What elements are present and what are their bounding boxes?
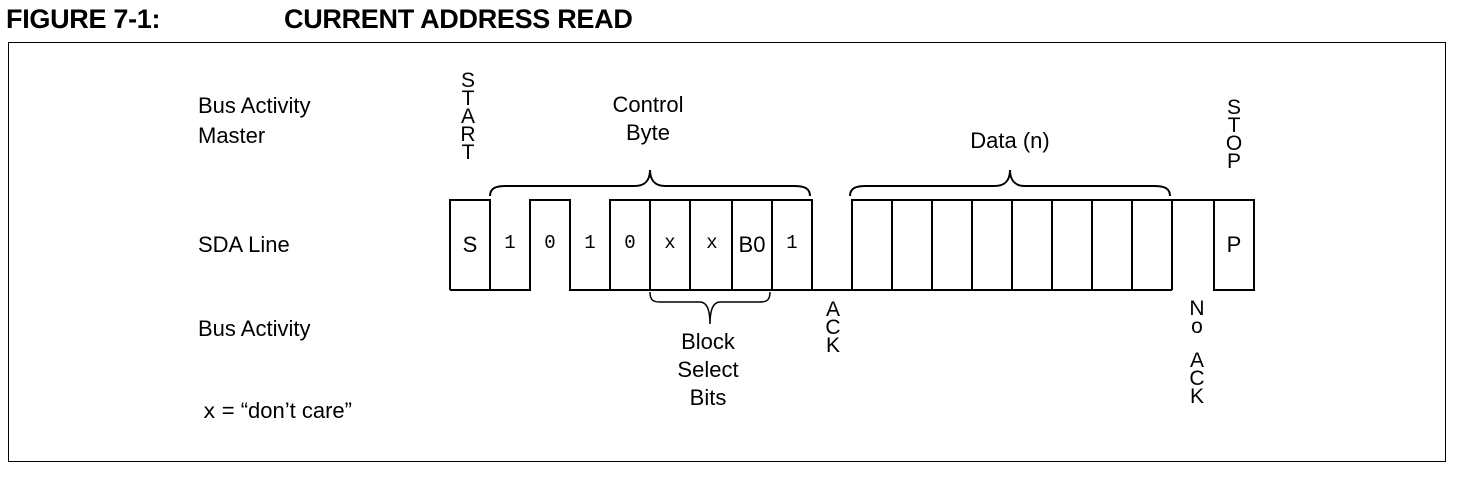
sda-bit-2: 0 (544, 232, 556, 254)
sda-bit-9: P (1226, 232, 1242, 257)
bus-activity-master-line2: Master (198, 123, 266, 148)
bus-activity-label: Bus Activity (198, 316, 311, 341)
figure-title: CURRENT ADDRESS READ (284, 4, 633, 34)
bus-activity-master-line1: Bus Activity (198, 93, 311, 118)
sda-bit-4: 0 (624, 232, 636, 254)
sda-bit-6: x (706, 232, 718, 254)
sda-bit-1: 1 (504, 232, 516, 254)
legend: x = “don’t care” (203, 396, 352, 426)
bus-activity-master-label: Bus Activity Master (198, 91, 310, 151)
sda-bit-5: x (664, 232, 676, 254)
data-caption: Data (n) (970, 128, 1050, 153)
sda-bit-0: S (462, 232, 478, 257)
legend-symbol: x (203, 399, 216, 423)
sda-bit-8: 1 (786, 232, 798, 254)
control-byte-caption: Control Byte (612, 92, 684, 145)
block-select-brace (649, 291, 771, 325)
block-select-caption: Block Select Bits (677, 329, 739, 410)
sda-bit-3: 1 (584, 232, 596, 254)
sda-line-label: SDA Line (198, 232, 290, 257)
figure-number: FIGURE 7-1: (6, 4, 161, 34)
sda-bit-7: B0 (738, 232, 766, 257)
diagram-frame (8, 42, 1446, 462)
data-brace (849, 169, 1171, 197)
control-byte-brace (489, 169, 811, 197)
legend-text: = “don’t care” (215, 398, 352, 423)
